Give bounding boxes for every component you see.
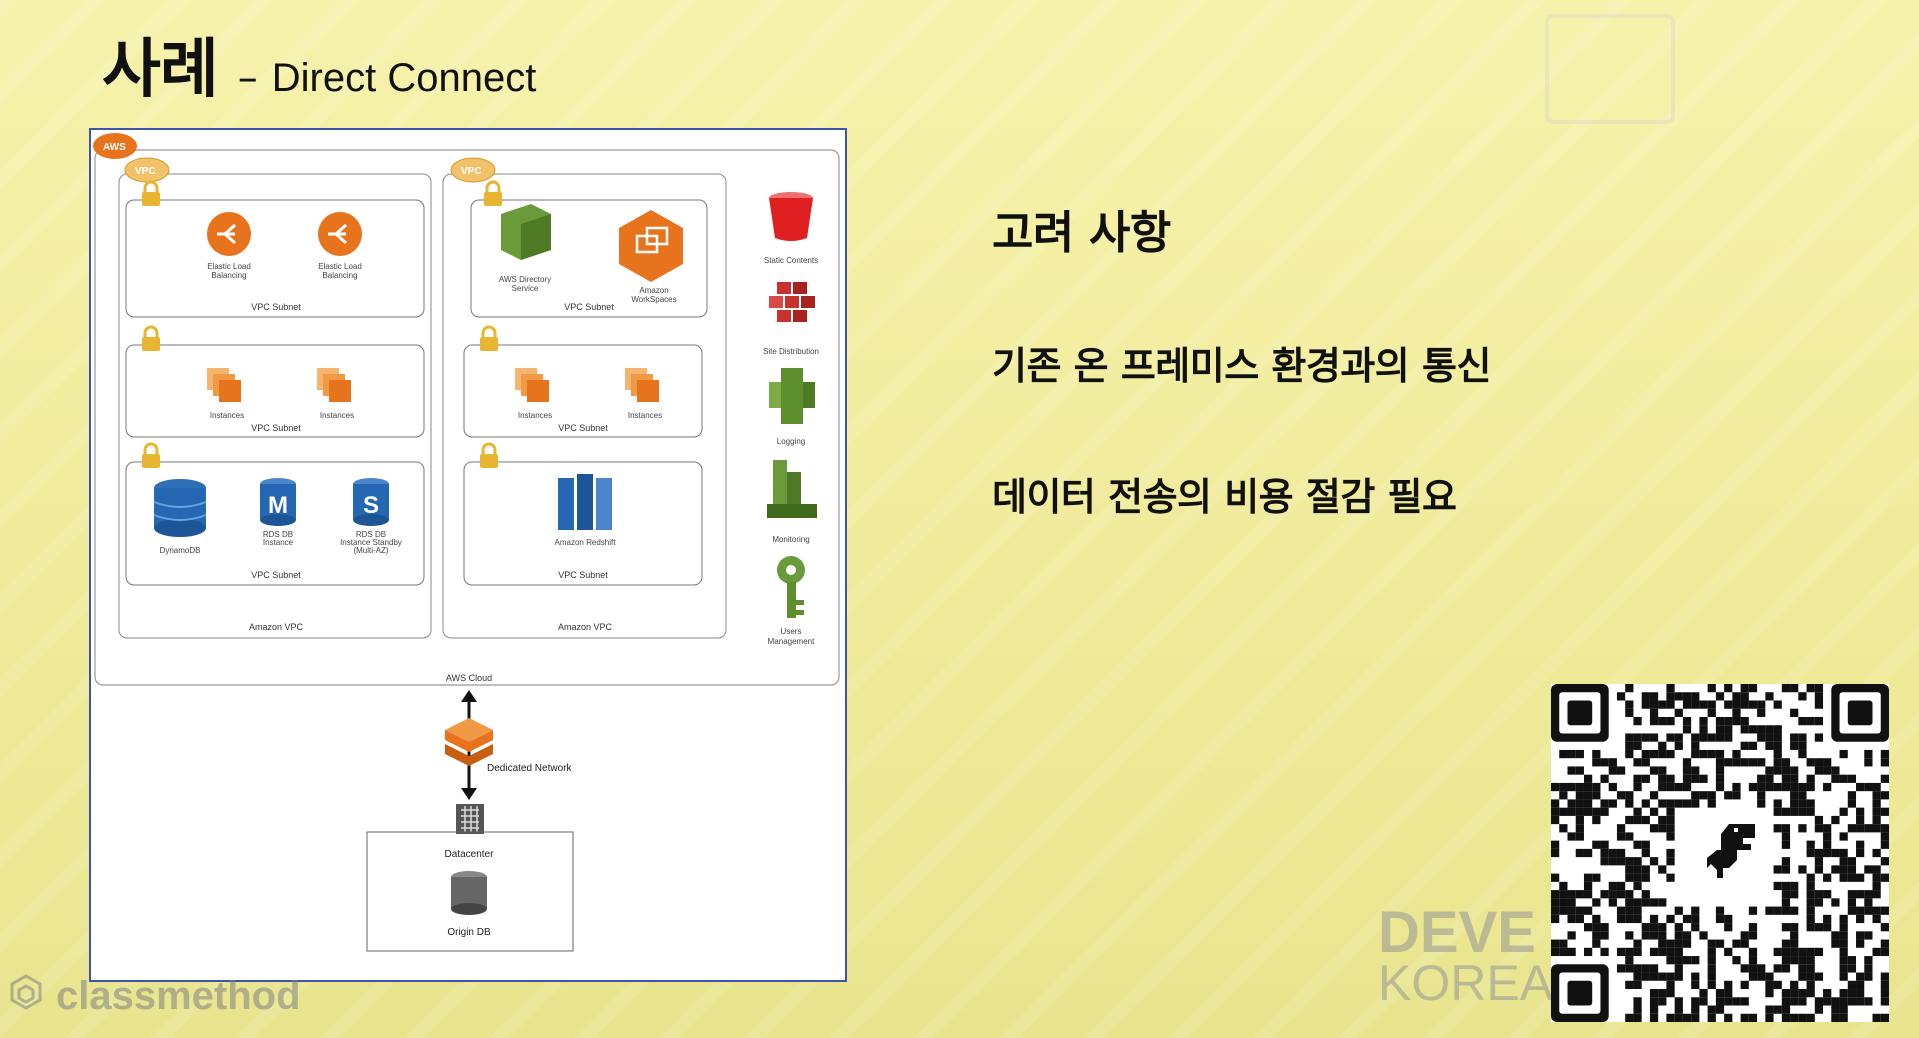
cloudwatch-icon [767,460,817,518]
consideration-item: 데이터 전송의 비용 절감 필요 [992,475,1457,519]
subnet-instances-left [125,344,425,438]
svg-text:Amazon: Amazon [639,286,668,295]
arrow-up-icon [461,690,477,702]
ec2-instances-icon [515,368,549,402]
svg-text:VPC Subnet: VPC Subnet [564,302,614,312]
cloudtrail-icon [769,368,815,424]
direct-connect-icon [445,718,493,766]
subnet-databases [125,461,425,586]
title-separator: – [237,55,258,101]
iam-key-icon [777,556,805,618]
consideration-item: 기존 온 프레미스 환경과의 통신 [992,344,1491,388]
svg-text:M: M [268,492,288,519]
directory-service-icon [501,204,551,260]
building-icon [456,804,484,834]
svg-text:Dedicated Network: Dedicated Network [487,763,572,774]
lock-icon [480,442,498,468]
lock-icon [484,180,502,206]
brand-name: classmethod [56,973,301,1018]
lock-icon [480,325,498,351]
subnet-instances-right [463,344,703,438]
svg-text:Amazon VPC: Amazon VPC [249,622,304,632]
lock-icon [142,180,160,206]
svg-text:Logging: Logging [777,437,805,446]
svg-text:Elastic Load: Elastic Load [318,262,362,271]
svg-text:VPC: VPC [461,166,482,177]
svg-text:AWS Cloud: AWS Cloud [446,673,492,683]
vpc-left [118,173,432,639]
vpc-right [442,173,727,639]
svg-text:VPC Subnet: VPC Subnet [251,570,301,580]
svg-text:Instances: Instances [628,411,662,420]
brand-mark-icon [4,972,48,1020]
ec2-instances-icon [625,368,659,402]
svg-text:S: S [363,492,379,519]
svg-text:Amazon Redshift: Amazon Redshift [555,538,617,547]
arrow-down-icon [461,788,477,800]
slide-title: 사례 – Direct Connect [102,18,536,110]
vpc-badge-icon: VPC [124,157,170,183]
decorative-ghost-icon [1545,14,1675,124]
svg-text:Balancing: Balancing [211,271,246,280]
redshift-icon [558,474,612,530]
vpc-badge-icon: VPC [450,157,496,183]
svg-text:VPC Subnet: VPC Subnet [251,302,301,312]
svg-text:VPC Subnet: VPC Subnet [251,423,301,433]
svg-text:Elastic Load: Elastic Load [207,262,251,271]
dynamodb-icon [153,479,207,537]
svg-text:VPC Subnet: VPC Subnet [558,423,608,433]
s3-bucket-icon [769,192,813,241]
svg-text:Monitoring: Monitoring [772,535,809,544]
svg-text:Service: Service [512,284,539,293]
workspaces-icon [619,210,683,282]
svg-text:Instance: Instance [263,538,294,547]
load-balancer-icon [318,212,362,256]
svg-text:Balancing: Balancing [322,271,357,280]
brand-logo: classmethod [4,972,301,1020]
lock-icon [142,442,160,468]
svg-text:Users: Users [781,627,802,636]
considerations-heading: 고려 사항 [992,206,1171,259]
subnet-redshift [463,461,703,586]
dino-icon [1701,814,1771,884]
svg-text:(Multi-AZ): (Multi-AZ) [353,546,388,555]
svg-text:AWS Directory: AWS Directory [499,275,551,284]
aws-badge-label: AWS [103,142,126,153]
architecture-diagram: AWS VPC Elastic Load Balancing Elastic L… [89,128,847,982]
datacenter-box [366,831,574,952]
title-korean: 사례 [102,33,219,107]
database-icon [451,871,487,915]
event-watermark: DEVE KOREA [1378,900,1554,1012]
aws-cloud-group [94,149,840,686]
svg-text:Datacenter: Datacenter [445,849,495,860]
svg-text:Instance Standby: Instance Standby [340,538,402,547]
svg-text:WorkSpaces: WorkSpaces [631,295,676,304]
lock-icon [142,325,160,351]
rds-db-instance-icon: M [260,478,296,526]
svg-text:VPC: VPC [135,166,156,177]
rds-standby-icon: S [353,478,389,526]
svg-text:Management: Management [768,637,815,646]
svg-text:Instances: Instances [518,411,552,420]
svg-text:Instances: Instances [320,411,354,420]
svg-text:VPC Subnet: VPC Subnet [558,570,608,580]
aws-badge-icon: AWS [93,133,137,159]
title-english: Direct Connect [271,56,537,100]
subnet-directory [470,199,708,318]
svg-text:Amazon VPC: Amazon VPC [558,622,613,632]
svg-text:Site Distribution: Site Distribution [763,347,819,356]
svg-text:RDS DB: RDS DB [263,530,293,539]
svg-text:DynamoDB: DynamoDB [160,546,201,555]
svg-text:Static Contents: Static Contents [764,256,818,265]
svg-text:RDS DB: RDS DB [356,530,386,539]
ec2-instances-icon [207,368,241,402]
qr-code [1551,684,1889,1022]
svg-text:Instances: Instances [210,411,244,420]
load-balancer-icon [207,212,251,256]
cloudfront-icon [769,282,815,322]
svg-text:Origin DB: Origin DB [447,927,491,938]
ec2-instances-icon [317,368,351,402]
subnet-elb [125,199,425,318]
